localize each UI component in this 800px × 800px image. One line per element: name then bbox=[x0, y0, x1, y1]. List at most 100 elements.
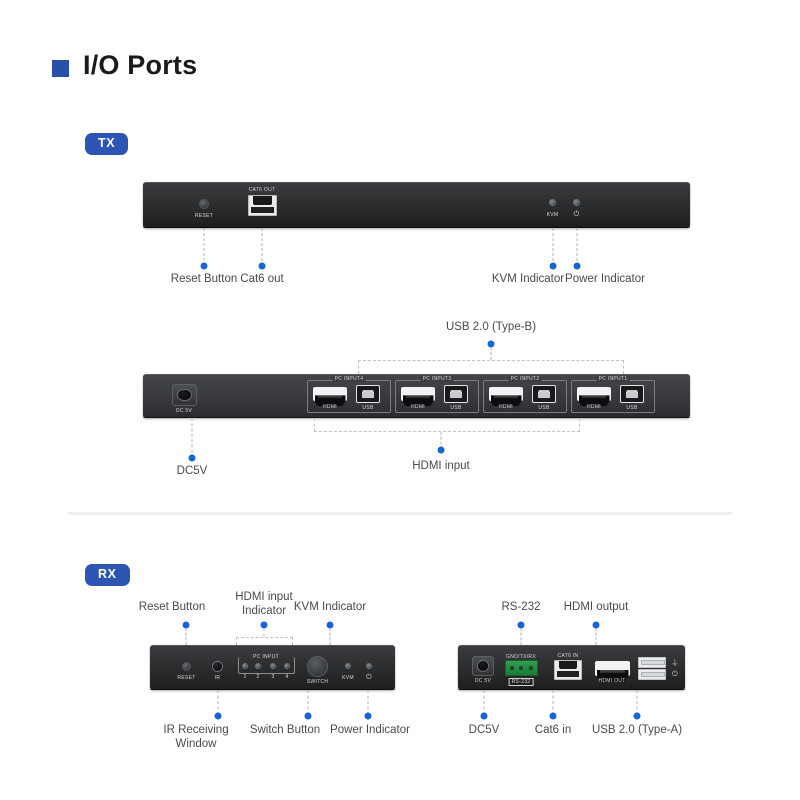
leader-rx-reset bbox=[185, 628, 187, 645]
tx-usb-b-port-3[interactable] bbox=[444, 385, 468, 403]
rx-cat6in-silk: CAT6 IN bbox=[557, 653, 579, 659]
rx-pc-input-indicator-group bbox=[238, 657, 295, 674]
callout-dc5v-tx: DC5V bbox=[176, 465, 208, 477]
leader-hdmi-input bbox=[440, 432, 442, 449]
tx-pc-input1-silk: PC INPUT1 bbox=[596, 376, 630, 382]
dot-rx-reset bbox=[182, 621, 190, 629]
rx-power-symbol-icon: ⏻ bbox=[366, 674, 372, 681]
rx-switch-silk: SWITCH bbox=[306, 679, 329, 685]
dot-tx-reset bbox=[200, 262, 208, 270]
leader-tx-kvm bbox=[552, 228, 554, 266]
leader-tx-cat6out bbox=[261, 228, 263, 266]
leader-tx-dc5v bbox=[191, 418, 193, 458]
rx-kvm-led bbox=[345, 663, 351, 669]
leader-switch-button bbox=[307, 690, 309, 715]
leader-tx-reset bbox=[203, 228, 205, 266]
rx-pc-input-silk: PC INPUT bbox=[253, 654, 279, 660]
rx-input-led-4 bbox=[284, 663, 290, 669]
dot-usb-type-a bbox=[633, 712, 641, 720]
rx-dc5v-silk: DC 5V bbox=[474, 678, 492, 684]
callout-usb-type-a: USB 2.0 (Type-A) bbox=[591, 724, 683, 736]
power-symbol-icon: ⏻ bbox=[573, 211, 580, 218]
tx-hdmi-port-3[interactable] bbox=[401, 387, 435, 407]
callout-ir-receiving-window: IR Receiving Window bbox=[163, 724, 229, 751]
rx-input-led-2 bbox=[255, 663, 261, 669]
brace-hdmi-input bbox=[314, 418, 580, 432]
rx-input-led-3 bbox=[270, 663, 276, 669]
tx-hdmi-port-2[interactable] bbox=[489, 387, 523, 407]
leader-rs232 bbox=[520, 628, 522, 645]
rx-rs232-terminal[interactable] bbox=[505, 660, 538, 676]
tx-reset-button[interactable] bbox=[199, 199, 209, 209]
rx-hdmi-out-silk: HDMI OUT bbox=[598, 678, 626, 684]
tx-hdmi-port-4[interactable] bbox=[313, 387, 347, 407]
callout-rs232: RS-232 bbox=[501, 601, 541, 613]
tx-dc5v-jack[interactable] bbox=[172, 384, 197, 406]
tx-usb-b-port-4[interactable] bbox=[356, 385, 380, 403]
tx-kvm-silk: KVM bbox=[546, 212, 559, 218]
rx-rs232-silk: RS-232 bbox=[508, 678, 534, 686]
tx-hdmi-port-1[interactable] bbox=[577, 387, 611, 407]
rx-rear-power-symbol-icon: ⏻ bbox=[672, 671, 678, 678]
rx-reset-button[interactable] bbox=[182, 662, 191, 671]
rx-ir-window bbox=[212, 661, 223, 672]
tx-usb1-silk: USB bbox=[626, 405, 638, 411]
callout-rx-reset-button: Reset Button bbox=[138, 601, 206, 613]
tx-pc-input4-silk: PC INPUT4 bbox=[332, 376, 366, 382]
dot-rx-kvm bbox=[326, 621, 334, 629]
dot-hdmi-output bbox=[592, 621, 600, 629]
dot-tx-kvm bbox=[549, 262, 557, 270]
callout-cat6-in: Cat6 in bbox=[534, 724, 572, 736]
leader-usb-type-a bbox=[636, 690, 638, 715]
callout-cat6-out: Cat6 out bbox=[240, 273, 284, 285]
rx-usb-a-port-bottom[interactable] bbox=[638, 669, 666, 680]
tx-hdmi4-silk: HDMI bbox=[323, 404, 337, 410]
badge-rx: RX bbox=[85, 564, 130, 586]
leader-rx-power bbox=[367, 690, 369, 715]
callout-power-indicator: Power Indicator bbox=[565, 273, 645, 285]
rx-reset-silk: RESET bbox=[177, 675, 196, 681]
dot-cat6-in bbox=[549, 712, 557, 720]
dot-hdmi-input bbox=[437, 446, 445, 454]
dot-rx-power bbox=[364, 712, 372, 720]
dot-hdmi-input-indicator bbox=[260, 621, 268, 629]
leader-rx-kvm bbox=[329, 628, 331, 645]
dot-rs232 bbox=[517, 621, 525, 629]
tx-usb2-silk: USB bbox=[538, 405, 550, 411]
rx-dc5v-jack[interactable] bbox=[472, 656, 494, 676]
leader-usb-type-b bbox=[490, 347, 492, 360]
tx-hdmi2-silk: HDMI bbox=[499, 404, 513, 410]
tx-rear-panel: DC 5V PC INPUT4 HDMI USB PC INPUT3 HDMI … bbox=[143, 374, 690, 418]
rx-hdmi-out-port[interactable] bbox=[595, 661, 630, 682]
tx-hdmi3-silk: HDMI bbox=[411, 404, 425, 410]
dot-ir-window bbox=[214, 712, 222, 720]
callout-dc5v-rx: DC5V bbox=[468, 724, 500, 736]
callout-switch-button: Switch Button bbox=[249, 724, 321, 736]
tx-reset-silk: RESET bbox=[194, 213, 214, 219]
leader-hdmi-input-indicator bbox=[263, 628, 265, 637]
tx-usb-b-port-2[interactable] bbox=[532, 385, 556, 403]
rx-input-led-1 bbox=[242, 663, 248, 669]
tx-pc-input3-silk: PC INPUT3 bbox=[420, 376, 454, 382]
callout-hdmi-input-indicator: HDMI input Indicator bbox=[235, 591, 293, 618]
callout-reset-button: Reset Button bbox=[170, 273, 238, 285]
rx-usb-a-port-top[interactable] bbox=[638, 657, 666, 668]
brace-usb-type-b bbox=[358, 360, 624, 374]
rx-cat6-in-port[interactable] bbox=[554, 660, 582, 680]
rx-rear-panel: DC 5V GND/TX/RX RS-232 CAT6 IN HDMI OUT … bbox=[458, 645, 685, 690]
rx-switch-button[interactable] bbox=[307, 656, 328, 677]
dot-tx-power bbox=[573, 262, 581, 270]
tx-usb4-silk: USB bbox=[362, 405, 374, 411]
rx-input-num-2: 2 bbox=[256, 674, 260, 680]
dot-usb-type-b bbox=[487, 340, 495, 348]
rx-ir-silk: IR bbox=[214, 675, 221, 681]
page-title-text: I/O Ports bbox=[83, 50, 198, 80]
dot-switch-button bbox=[304, 712, 312, 720]
rx-rs232-top-silk: GND/TX/RX bbox=[506, 654, 536, 660]
tx-usb-b-port-1[interactable] bbox=[620, 385, 644, 403]
callout-hdmi-output: HDMI output bbox=[563, 601, 629, 613]
tx-cat6-out-port[interactable] bbox=[248, 195, 277, 216]
leader-hdmi-output bbox=[595, 628, 597, 645]
dot-tx-dc5v bbox=[188, 454, 196, 462]
rx-power-led bbox=[366, 663, 372, 669]
